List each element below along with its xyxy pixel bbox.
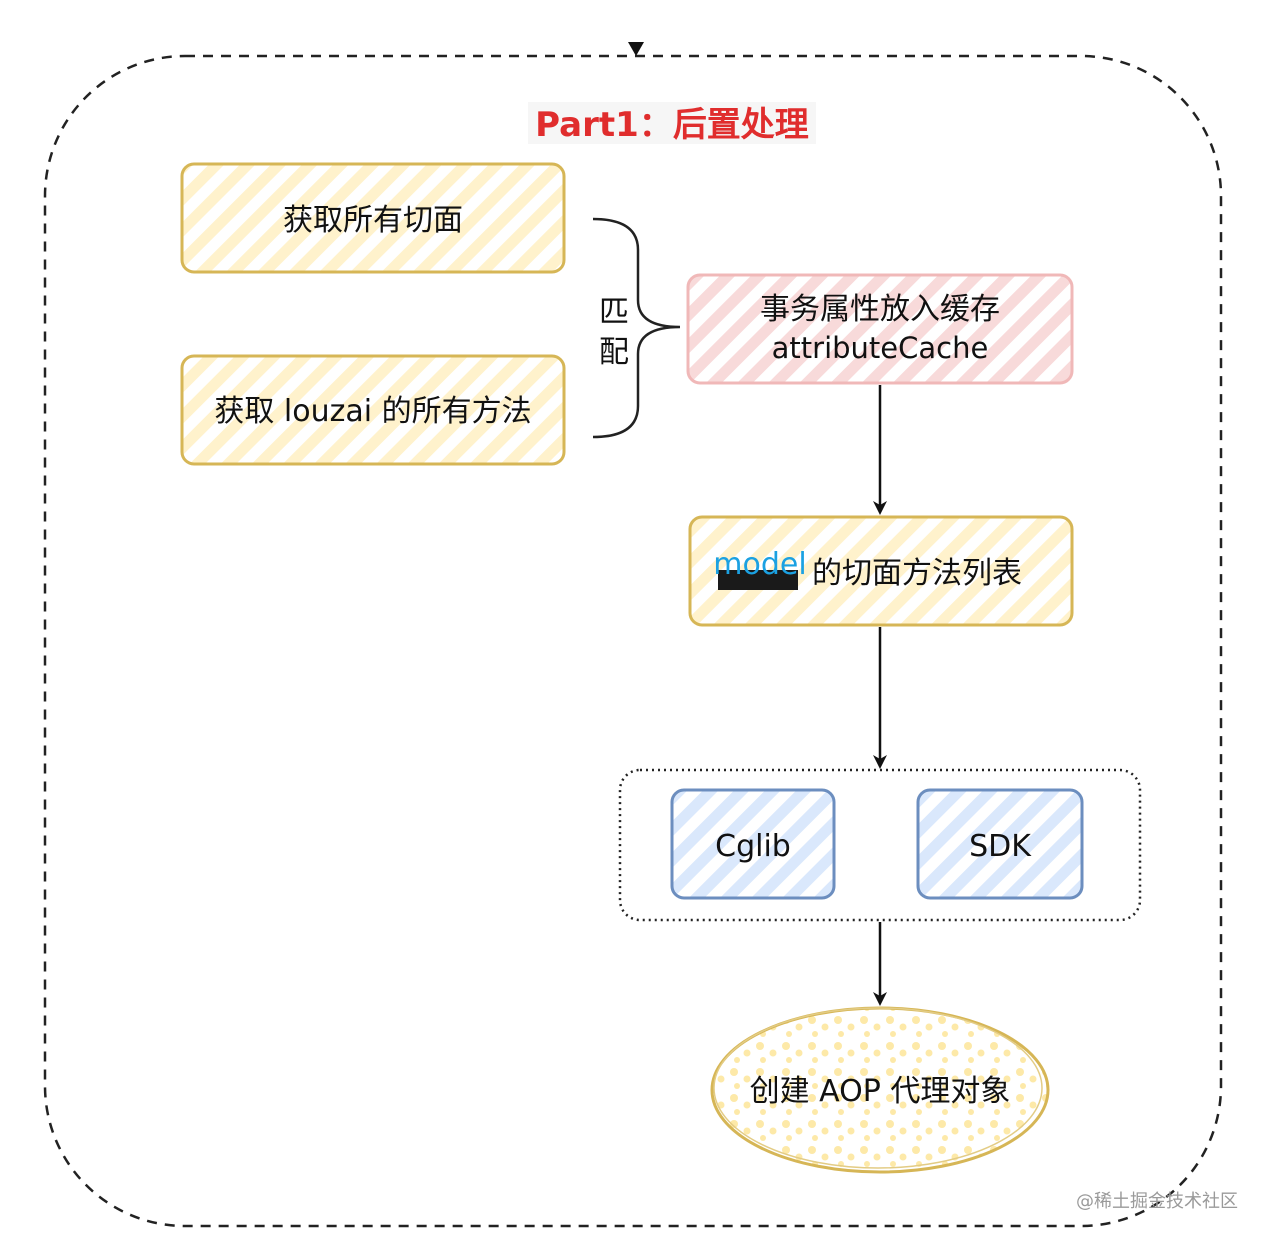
node-cglib-label: Cglib (715, 829, 791, 864)
node-cache-line2: attributeCache (772, 331, 989, 365)
node-method-list-highlight: model (713, 547, 806, 582)
node-create-proxy-label: 创建 AOP 代理对象 (750, 1074, 1011, 1109)
node-get-aspects: 获取所有切面 (180, 162, 566, 274)
node-cache-line1: 事务属性放入缓存 (760, 292, 1000, 327)
match-label-line2: 配 (599, 335, 629, 370)
node-create-proxy: 创建 AOP 代理对象 (710, 1006, 1050, 1174)
redaction-block (718, 570, 798, 590)
title-text: 后置处理 (673, 105, 809, 145)
node-get-aspects-label: 获取所有切面 (283, 203, 463, 238)
match-label-line1: 匹 (599, 295, 629, 330)
diagram-title: Part1：后置处理 (535, 105, 809, 145)
node-method-list-label: 的切面方法列表 (812, 556, 1022, 591)
node-sdk: SDK (916, 788, 1084, 900)
outer-container (43, 54, 1223, 1228)
title-prefix: Part1： (535, 105, 673, 145)
node-cache: 事务属性放入缓存 attributeCache (686, 273, 1074, 385)
node-get-methods-label: 获取 louzai 的所有方法 (214, 394, 531, 429)
proxy-type-group (618, 768, 1142, 922)
watermark: @稀土掘金技术社区 (1076, 1191, 1238, 1212)
node-method-list: model 的切面方法列表 (688, 515, 1074, 627)
title-background (528, 102, 816, 144)
node-get-methods: 获取 louzai 的所有方法 (180, 354, 566, 466)
node-cglib: Cglib (670, 788, 836, 900)
node-sdk-label: SDK (969, 829, 1032, 864)
match-brace (592, 217, 681, 439)
incoming-arrow (628, 42, 644, 56)
